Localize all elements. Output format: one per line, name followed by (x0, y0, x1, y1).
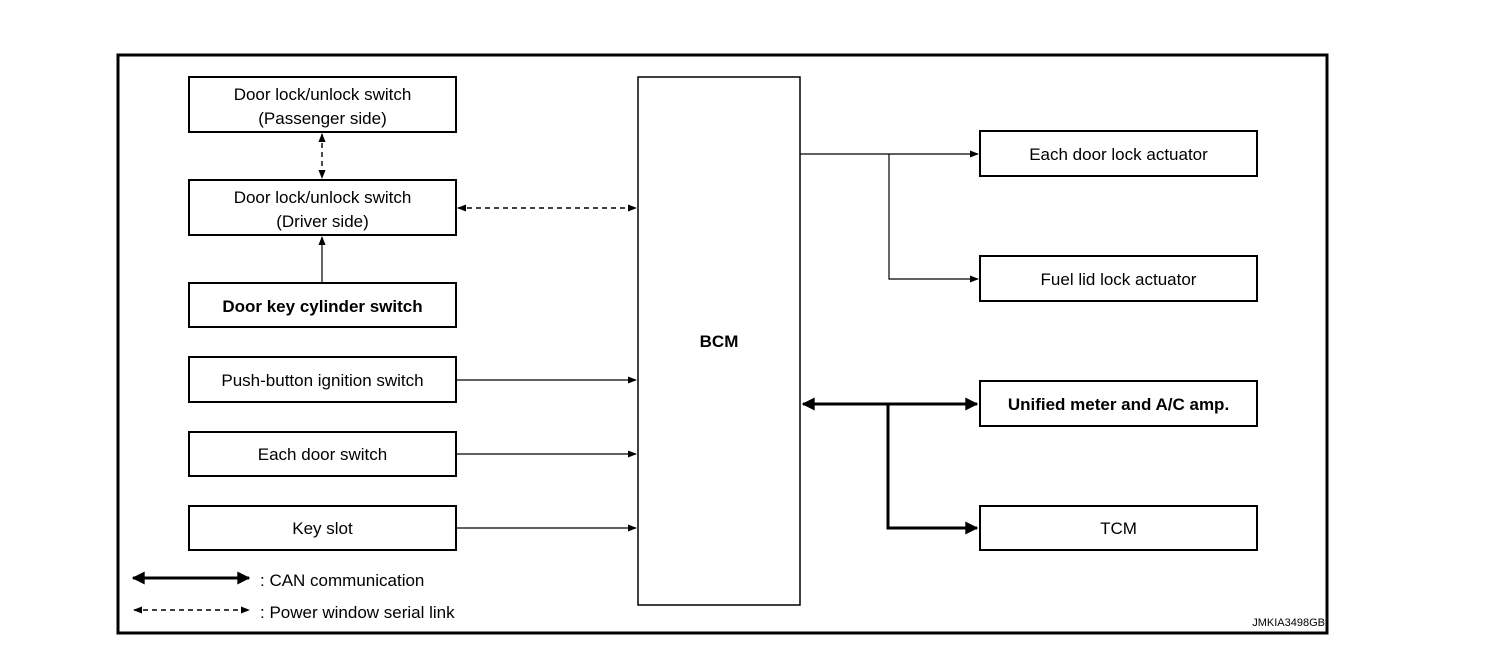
input-label-line: Door lock/unlock switch (234, 85, 412, 104)
input-door-key-cylinder-switch: Door key cylinder switch (188, 282, 457, 328)
output-label: Each door lock actuator (1029, 145, 1208, 164)
output-label: Fuel lid lock actuator (1041, 270, 1197, 289)
bcm-label: BCM (700, 332, 739, 351)
wire-bcm-to-fuel-lid-actuator (888, 154, 979, 283)
input-label-line: Key slot (292, 519, 353, 538)
input-key-slot: Key slot (188, 505, 457, 551)
output-unified-meter-and-ac-amp: Unified meter and A/C amp. (979, 380, 1258, 427)
input-label-line: (Passenger side) (258, 109, 387, 128)
diagram-frame (116, 53, 1329, 635)
legend: : CAN communication : Power window seria… (131, 571, 455, 622)
input-label-line: Push-button ignition switch (221, 371, 423, 390)
input-label-line: Door lock/unlock switch (234, 188, 412, 207)
input-label-line: (Driver side) (276, 212, 369, 231)
can-branch-to-tcm (886, 404, 979, 535)
output-label: Unified meter and A/C amp. (1008, 395, 1229, 414)
input-each-door-switch: Each door switch (188, 431, 457, 477)
input-door-lock-unlock-switch-driver: Door lock/unlock switch (Driver side) (188, 179, 457, 236)
legend-can-label: : CAN communication (260, 571, 424, 590)
input-door-lock-unlock-switch-passenger: Door lock/unlock switch (Passenger side) (188, 76, 457, 133)
output-fuel-lid-lock-actuator: Fuel lid lock actuator (979, 255, 1258, 302)
input-label-line: Door key cylinder switch (222, 297, 422, 316)
output-label: TCM (1100, 519, 1137, 538)
figure-code: JMKIA3498GB (1252, 617, 1325, 629)
output-each-door-lock-actuator: Each door lock actuator (979, 130, 1258, 177)
input-label-line: Each door switch (258, 445, 387, 464)
bcm-block: BCM (637, 76, 801, 606)
legend-serial-label: : Power window serial link (260, 603, 455, 622)
output-tcm: TCM (979, 505, 1258, 551)
input-push-button-ignition-switch: Push-button ignition switch (188, 356, 457, 403)
